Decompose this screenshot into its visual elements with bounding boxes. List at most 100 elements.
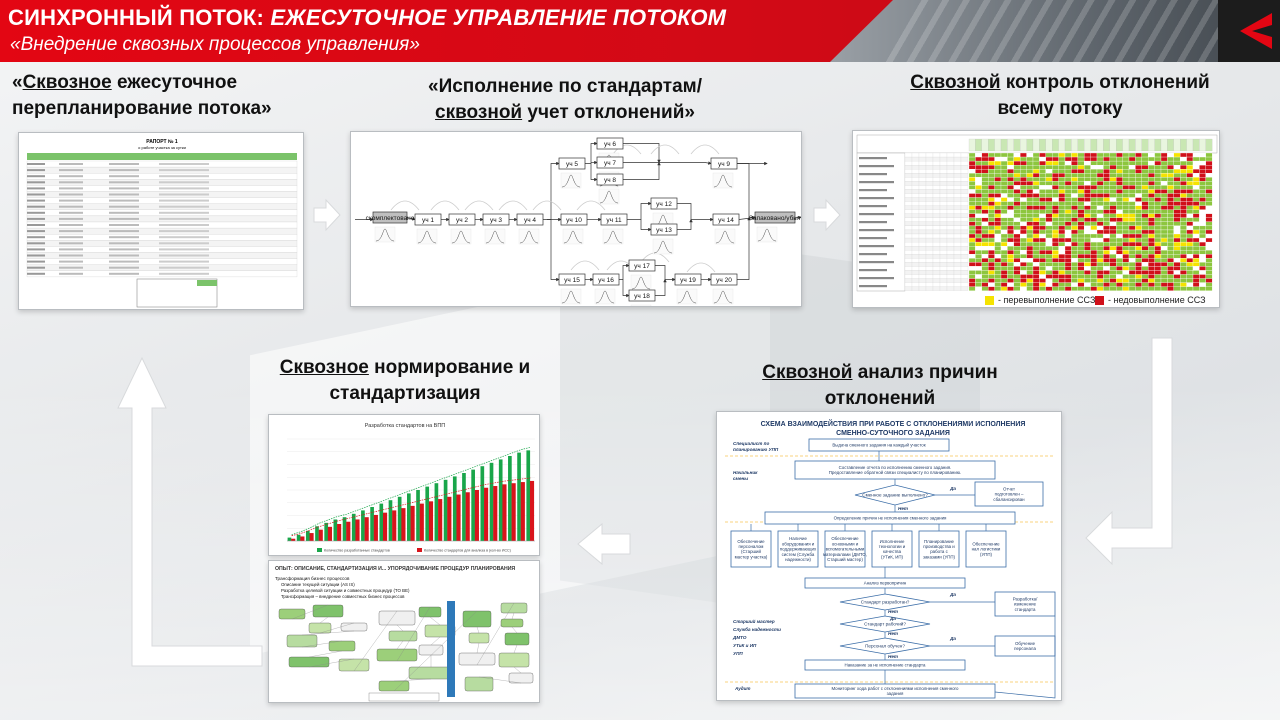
chart-bar-red (346, 521, 351, 541)
heatmap-header-cell (1071, 138, 1078, 152)
process-link (301, 640, 343, 648)
heatmap-cell (1084, 152, 1091, 158)
heatmap-cell (1141, 250, 1149, 255)
heatmap-cell (1135, 258, 1142, 263)
heatmap-cell (1180, 156, 1187, 162)
distribution-curve (563, 230, 583, 244)
heatmap-num-cell (939, 258, 948, 263)
heatmap-num-cell (932, 274, 941, 279)
report-cell (109, 242, 139, 245)
heatmap-cell (1103, 156, 1110, 162)
heatmap-cell (1109, 282, 1117, 287)
heatmap-cell (1071, 225, 1078, 231)
heatmap-cell (1192, 270, 1200, 275)
heatmap-cell (1154, 246, 1162, 251)
heatmap-cell (1103, 282, 1110, 287)
heatmap-cell (1141, 185, 1149, 190)
heatmap-cell (981, 217, 989, 223)
heatmap-num-cell (911, 270, 920, 275)
heatmap-cell (1186, 258, 1194, 263)
heatmap-cell (1026, 160, 1034, 166)
heatmap-cell (1205, 225, 1213, 231)
heatmap-cell (1199, 233, 1206, 239)
heatmap-cell (1141, 193, 1149, 198)
heatmap-cell (975, 262, 982, 267)
heatmap-cell (1096, 246, 1104, 251)
process-link (513, 666, 522, 674)
flow-node (674, 273, 702, 286)
distribution-curve (603, 230, 623, 244)
heatmap-cell (1007, 169, 1014, 174)
heatmap-cell (1205, 213, 1213, 218)
heatmap-cell (1058, 156, 1066, 162)
process-link (319, 616, 329, 624)
heatmap-cell (1180, 185, 1187, 190)
heatmap-cell (1122, 278, 1130, 283)
heatmap-cell (1148, 274, 1155, 279)
heatmap-cell (1192, 197, 1200, 202)
heatmap-cell (1173, 225, 1181, 231)
heatmap-cell (968, 217, 976, 223)
heatmap-cell (1000, 169, 1008, 174)
heatmap-cell (968, 193, 976, 198)
heatmap-cell (1064, 229, 1072, 235)
heatmap-cell (1064, 189, 1072, 194)
heatmap-cell (1084, 246, 1091, 251)
heatmap-num-cell (904, 193, 913, 198)
heatmap-cell (1084, 160, 1091, 166)
heatmap-cell (1154, 282, 1162, 287)
heatmap-cell (1045, 233, 1053, 239)
heatmap-num-cell (939, 254, 948, 259)
heatmap-cell (1154, 241, 1162, 247)
heatmap-cell (1045, 270, 1053, 275)
heatmap-cell (1109, 221, 1117, 227)
heatmap-cell (1148, 205, 1155, 210)
heatmap-cell (1103, 152, 1110, 158)
analysis-step (794, 683, 996, 699)
heatmap-cell (1026, 173, 1034, 178)
flow-node-label: уч 10 (566, 217, 582, 224)
flow-link (655, 265, 676, 282)
heatmap-cell (1141, 262, 1149, 267)
heatmap-cell (1007, 246, 1014, 251)
heatmap-num-cell (918, 241, 927, 247)
analysis-text: оборудования и (782, 541, 815, 546)
heatmap-cell (1192, 262, 1200, 267)
heatmap-cell (1096, 250, 1104, 255)
heatmap-cell (1128, 258, 1136, 263)
heatmap-num-cell (911, 169, 920, 174)
heatmap-cell (1000, 160, 1008, 166)
heatmap-cell (1141, 278, 1149, 283)
chart-bar-red (337, 524, 342, 541)
heatmap-cell (1096, 165, 1104, 170)
flow-node-label: уч 15 (564, 277, 580, 284)
heatmap-num-cell (953, 197, 962, 202)
heatmap-num-cell (925, 185, 934, 190)
heatmap-num-cell (918, 258, 927, 263)
heatmap-cell (1122, 185, 1130, 190)
heatmap-cell (1160, 282, 1168, 287)
report-cell (159, 230, 209, 233)
analysis-text: Отчет (1003, 486, 1015, 491)
heatmap-cell (1122, 173, 1130, 178)
heatmap-cell (1180, 177, 1187, 182)
heatmap-cell (1071, 197, 1078, 202)
heatmap-cell (1007, 156, 1014, 162)
heatmap-num-cell (946, 217, 955, 222)
heatmap-num-cell (953, 185, 962, 190)
flow-node-label: уч 20 (716, 277, 732, 284)
heatmap-row-label (859, 173, 887, 176)
heatmap-cell (1064, 205, 1072, 210)
report-cell (59, 272, 83, 275)
heatmap-cell (1103, 169, 1110, 174)
heatmap-cell (1090, 221, 1098, 227)
heatmap-cell (1000, 286, 1008, 291)
heatmap-cell (1020, 205, 1027, 210)
heatmap-cell (1103, 246, 1110, 251)
report-cell (109, 248, 139, 251)
heatmap-cell (1103, 254, 1110, 259)
heatmap-cell (1071, 258, 1078, 263)
report-cell (109, 163, 139, 165)
heatmap-cell (994, 262, 1002, 267)
heatmap-cell (1039, 221, 1046, 227)
